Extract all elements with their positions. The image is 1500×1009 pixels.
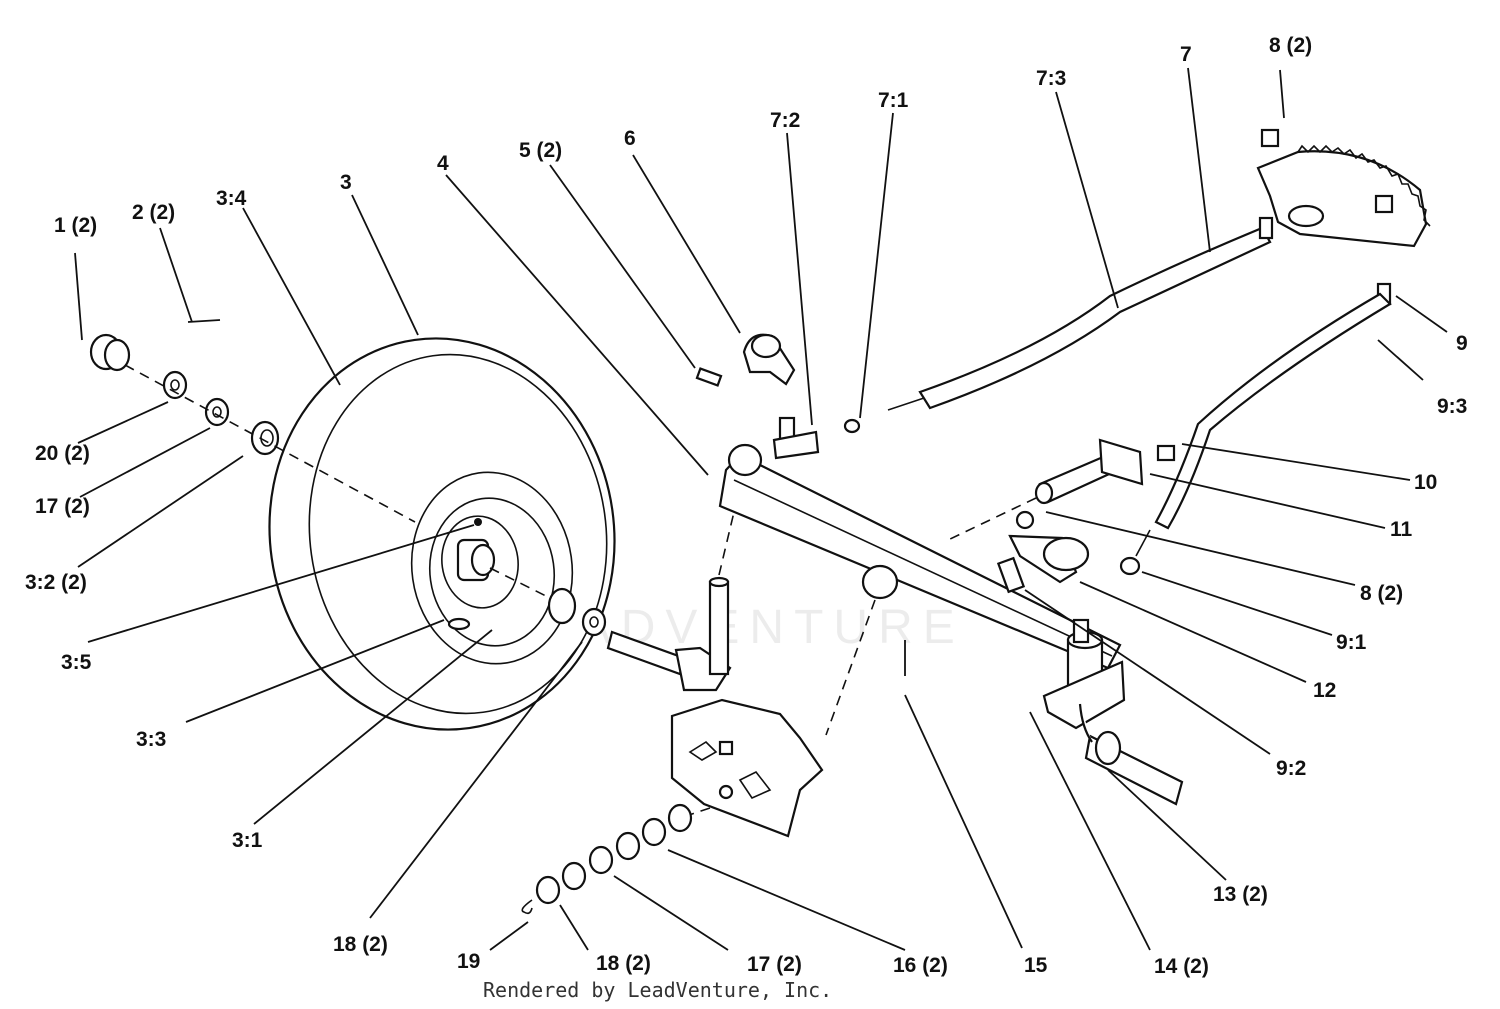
beam-pivot-15 [861,564,899,600]
bearing-3-2 [250,420,280,456]
pivot-plate-11 [1098,438,1144,486]
sector-gear-plate [1256,150,1428,248]
label-17-2-left: 17 (2) [35,495,90,518]
label-14-2: 14 (2) [1154,955,1209,978]
leader-lines [74,67,1448,951]
nut-8-mid [1015,510,1035,530]
sector-gear-teeth [1297,144,1431,227]
label-7: 7 [1180,43,1192,66]
label-9-2: 9:2 [1276,757,1307,780]
right-spindle-neck [1078,703,1093,743]
spindle-axle [606,630,686,676]
label-7-3: 7:3 [1036,67,1067,90]
label-3-4: 3:4 [216,187,247,210]
rim-inner [428,497,556,647]
label-3-3: 3:3 [136,728,167,751]
label-4: 4 [437,152,449,175]
bolt-7-end [1258,216,1274,240]
label-16-2: 16 (2) [893,954,948,977]
label-11: 11 [1390,518,1413,541]
valve-stem [447,617,471,631]
label-3-1: 3:1 [232,829,263,852]
rim-outer [410,471,574,665]
nut-8-right [1374,194,1394,214]
thread-7-3 [887,397,925,411]
drag-link-7 [918,226,1272,410]
label-3-2-2: 3:2 (2) [25,571,87,594]
washer-16-b [641,817,667,847]
washer-18-b [535,875,561,905]
bolt-10 [1156,444,1176,462]
label-3: 3 [340,171,352,194]
sector-gear-hole [1287,204,1325,228]
tie-rod-9 [1154,292,1392,530]
label-2-2: 2 (2) [132,201,176,224]
label-15: 15 [1024,954,1048,977]
axle-cap-parts [89,319,416,523]
label-7-1: 7:1 [878,89,909,112]
label-8-2-top: 8 (2) [1269,34,1313,57]
nut-7-1 [843,418,861,434]
label-5-2: 5 (2) [519,139,563,162]
beam-bushing-left [727,443,763,477]
tie-rod [996,292,1392,594]
washer-17-a [615,831,641,861]
label-19: 19 [457,950,481,973]
steering-linkage [695,226,1272,460]
axle-cap-face [103,338,131,372]
sector-gear [1256,128,1431,306]
spindle-arm [674,646,732,692]
label-9-3: 9:3 [1437,395,1468,418]
tie-rod-thread [1135,529,1151,557]
valve-hole [474,518,482,526]
label-9-1: 9:1 [1336,631,1367,654]
pivot-bracket [947,438,1176,541]
nut-8-top [1260,128,1280,148]
right-spindle [1042,618,1184,806]
spindle-shaft [708,580,730,676]
label-18-2-bottom: 18 (2) [596,952,651,975]
left-spindle [489,469,745,692]
washer-16-a [667,803,693,833]
label-3-5: 3:5 [61,651,92,674]
washer-20 [162,370,188,400]
footer-credit: Rendered by LeadVenture, Inc. [483,978,833,1002]
front-axle-beam [718,443,1122,736]
nut-9-1 [1119,556,1141,576]
tire-sidewall [308,353,608,715]
spacer-18 [547,587,577,625]
bolt-9-2 [996,556,1026,594]
label-8-2-mid: 8 (2) [1360,582,1404,605]
label-13-2: 13 (2) [1213,883,1268,906]
label-12: 12 [1313,679,1337,702]
washer-17 [204,397,230,427]
label-17-2-bottom: 17 (2) [747,953,802,976]
frame-bracket-body [670,698,824,838]
label-18-2-left: 18 (2) [333,933,388,956]
washer-18-a [561,861,587,891]
frame-bracket [521,698,824,915]
rim-hub [441,515,519,609]
washer-17-b [588,845,614,875]
pin-5 [695,367,723,387]
label-1-2: 1 (2) [54,214,98,237]
e-clip-19 [521,899,533,915]
label-7-2: 7:2 [770,109,801,132]
axle-centerline-left [124,364,416,523]
label-9: 9 [1456,332,1468,355]
label-10: 10 [1414,471,1438,494]
cotter-pin [187,319,221,323]
ball-joint-7-2 [772,430,820,460]
label-6: 6 [624,127,636,150]
washer-left-18 [581,607,607,637]
hub-bore [470,543,496,577]
label-20-2: 20 (2) [35,442,90,465]
right-spindle-bracket [1042,660,1126,730]
